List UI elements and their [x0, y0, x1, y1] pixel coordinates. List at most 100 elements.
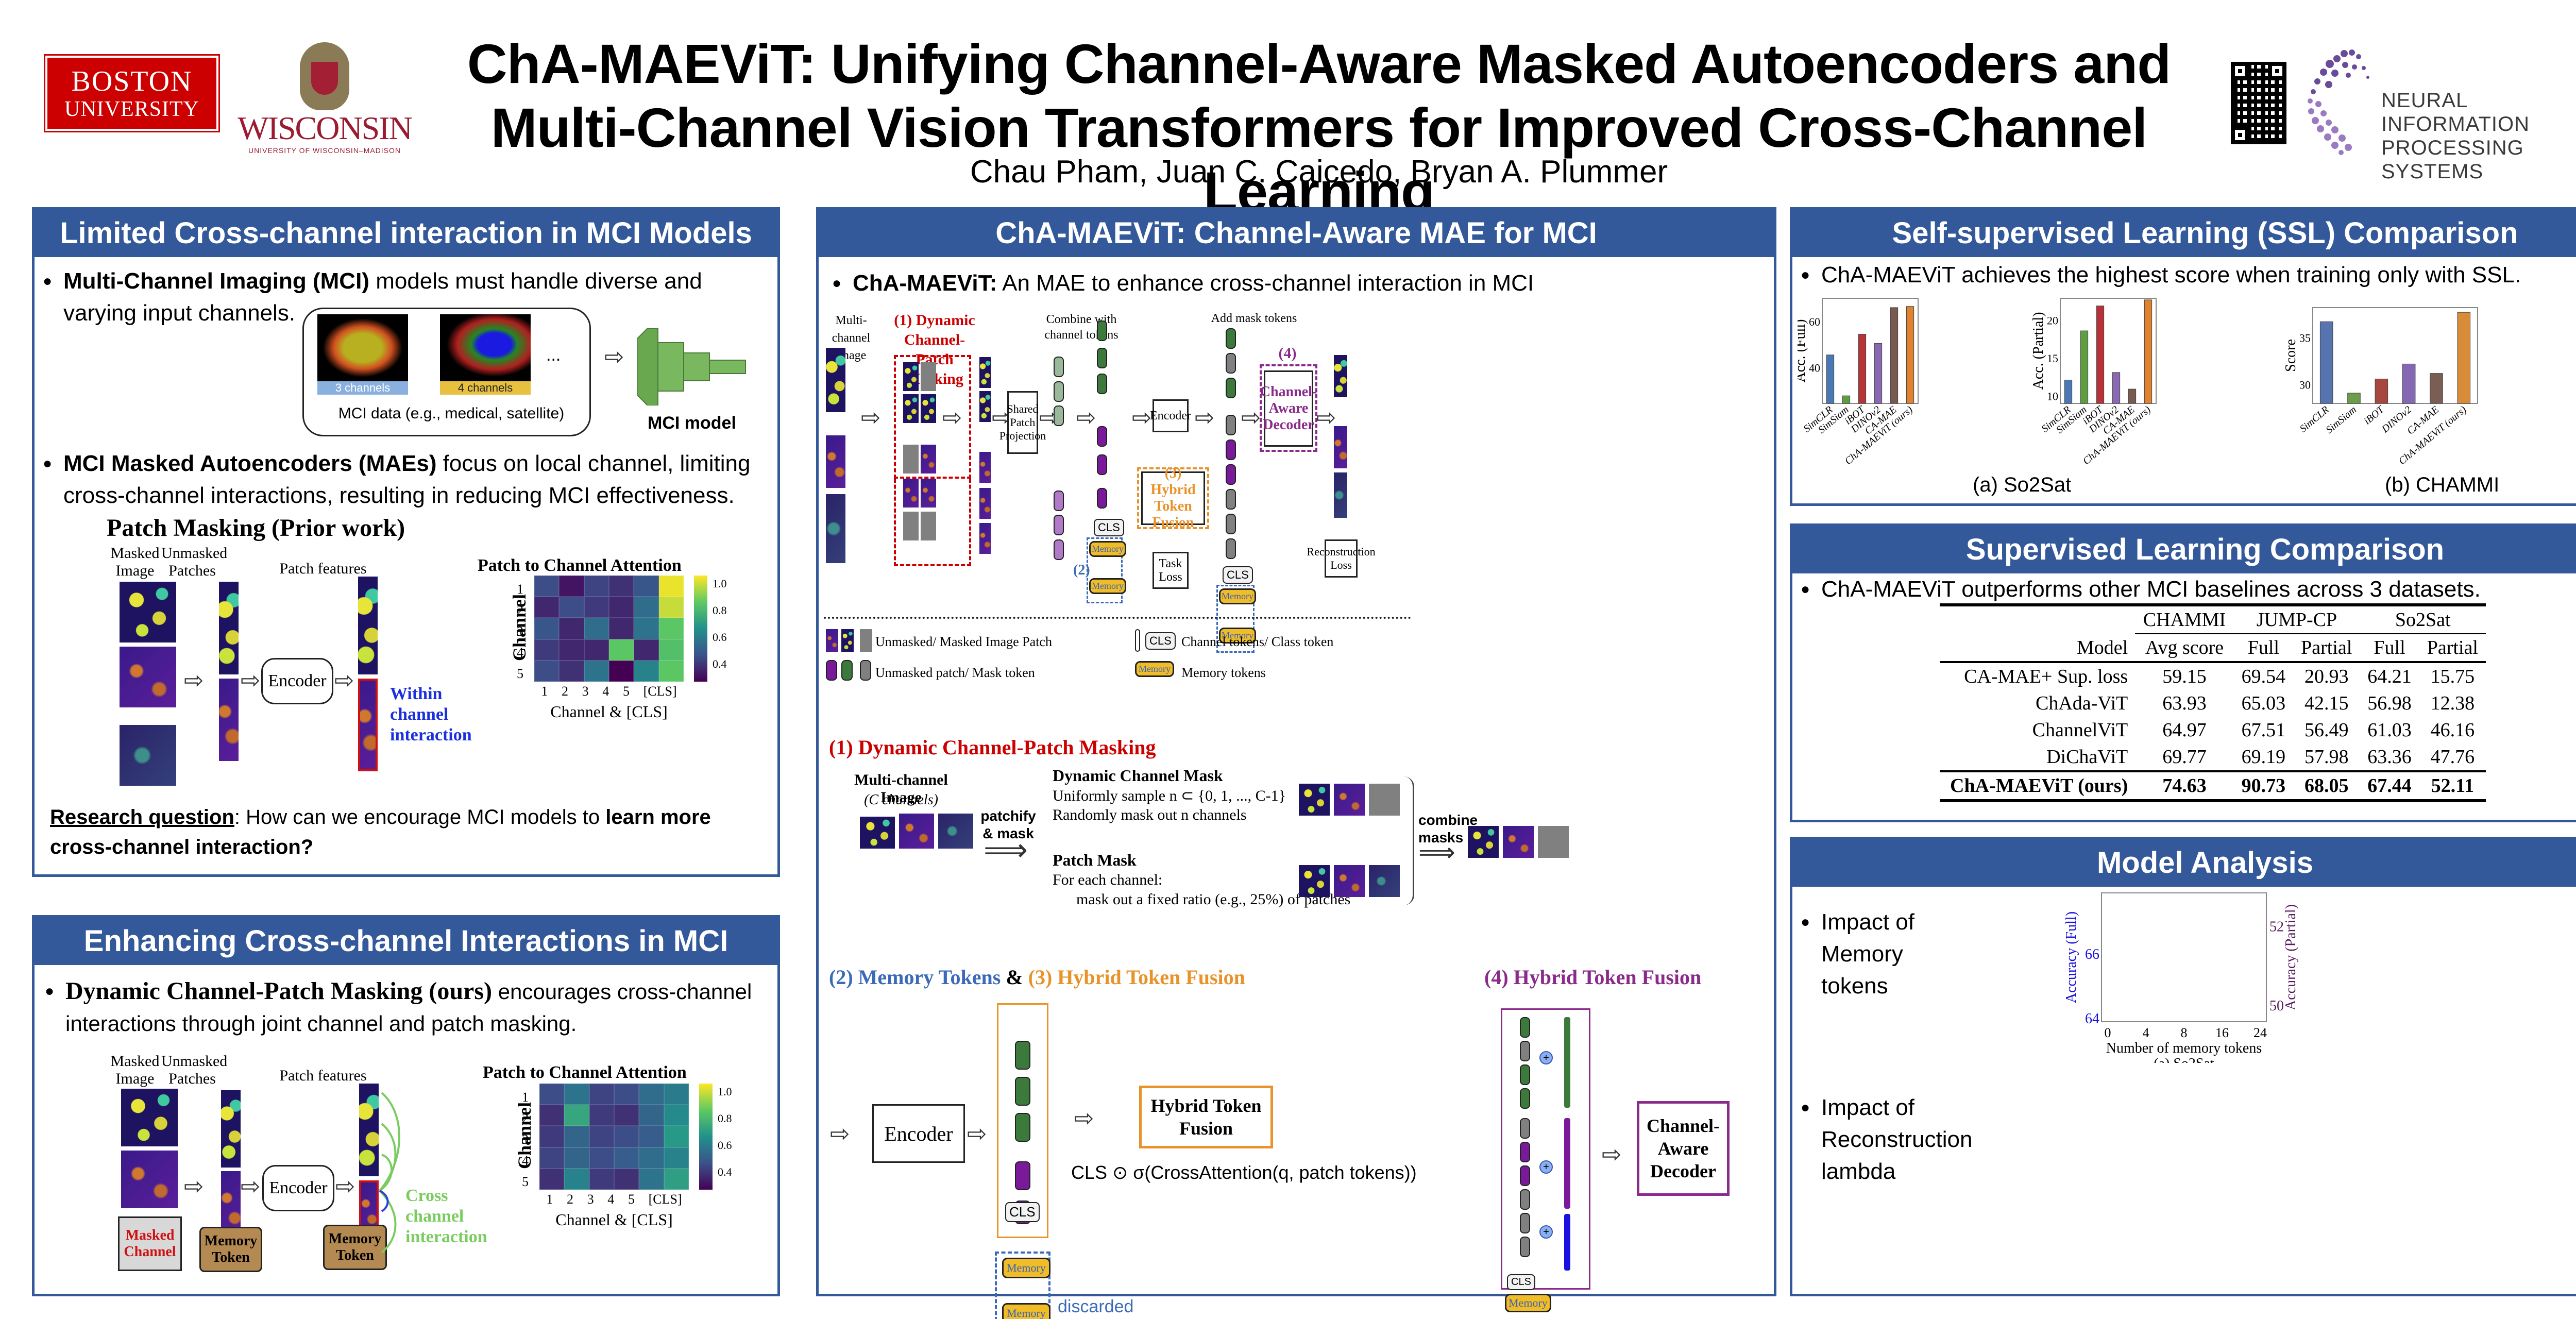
legend-memory-label: Memory tokens [1181, 665, 1266, 680]
chart-caption: (a) So2Sat [2154, 1056, 2214, 1063]
masked-patch [1538, 826, 1569, 858]
htf-box: (3) Hybrid Token Fusion [1141, 465, 1205, 531]
discarded-label: discarded [1058, 1297, 1134, 1316]
col-jump-full: Full [2233, 633, 2294, 663]
xtick: 2 [566, 1192, 573, 1207]
wisconsin-logo: WISCONSIN UNIVERSITY OF WISCONSIN–MADISO… [237, 42, 413, 156]
uw-crest-icon [300, 42, 349, 110]
chart-lambda-chammi [2328, 1081, 2576, 1293]
arrow-right-icon: ⇨ [1076, 403, 1096, 431]
arrow-right-icon: ⟹ [1418, 837, 1455, 867]
arrow-right-icon: ⇨ [1241, 403, 1261, 431]
cls-token: CLS [1005, 1202, 1040, 1222]
bu-logo-line1: BOSTON [71, 65, 193, 97]
panel-title: Self-supervised Learning (SSL) Compariso… [1792, 210, 2576, 257]
unmasked-patch-strip [221, 1090, 241, 1168]
heatmap-cell [608, 618, 634, 639]
token [1015, 1077, 1030, 1106]
arrow-right-icon: ⇨ [1132, 403, 1152, 431]
cbar-tick: 0.6 [713, 631, 727, 644]
bullet-mci: Multi-Channel Imaging (MCI) models must … [40, 265, 771, 329]
qr-code-icon[interactable] [2231, 62, 2286, 144]
masked-image-tile [120, 582, 176, 642]
heatmap-xlabel: Channel & [CLS] [555, 1210, 673, 1229]
mask-token [1520, 1213, 1530, 1233]
xtick: 1 [546, 1192, 553, 1207]
sec4-title: (4) Hybrid Token Fusion [1484, 966, 1702, 989]
poster-header: BOSTON UNIVERSITY WISCONSIN UNIVERSITY O… [0, 0, 2576, 223]
heatmap-cell [634, 639, 659, 661]
col-unmasked: Unmasked Patches [161, 1053, 228, 1087]
panel-limited-cross-channel: Limited Cross-channel interaction in MCI… [32, 207, 780, 877]
sec1-title: (1) Dynamic Channel-Patch Masking [829, 736, 1156, 759]
heatmap-cell [564, 1126, 589, 1147]
reconstructed-image [1334, 426, 1347, 468]
legend-token-icon [826, 660, 837, 681]
heatmap-cell [664, 1168, 689, 1190]
encoder-box: Encoder [261, 658, 333, 704]
legend-patch-icon [826, 629, 838, 652]
legend-channel-token-icon [1135, 629, 1140, 652]
legend-patch-label: Unmasked/ Masked Image Patch [875, 634, 1052, 649]
heatmap-ylabel: Channel [514, 1102, 535, 1170]
bullet-bold: Multi-Channel Imaging [63, 268, 307, 294]
col-so2sat-partial: Partial [2419, 633, 2486, 663]
rq-text: : How can we encourage MCI models to [234, 806, 606, 828]
x-axis-label: Number of memory tokens [2106, 1040, 2262, 1056]
heatmap-cell [589, 1105, 614, 1126]
memory-token-box: Memory Token [199, 1227, 262, 1272]
channel-token-bar [1564, 1017, 1570, 1108]
bar [2128, 388, 2137, 404]
cbar-tick: 0.8 [713, 604, 727, 617]
uw-subtitle: UNIVERSITY OF WISCONSIN–MADISON [248, 146, 401, 155]
bar [2457, 312, 2471, 404]
xtick: 3 [587, 1192, 594, 1207]
col-model: Model [1940, 634, 2136, 663]
bullet-dcpm: Dynamic Channel-Patch Masking (ours) enc… [42, 975, 773, 1040]
bullet-lambda: Impact of Reconstruction lambda [1798, 1092, 2014, 1188]
research-question: Research question: How can we encourage … [50, 802, 771, 862]
patch-feature-strip [359, 1084, 379, 1176]
panel-title: Limited Cross-channel interaction in MCI… [35, 210, 777, 257]
y-axis-label: Accuracy (Partial) [2283, 904, 2299, 1010]
heatmap-cell [559, 639, 584, 661]
arrow-right-icon: ⇨ [830, 1120, 850, 1147]
arrow-right-icon: ⇨ [1195, 403, 1215, 431]
cbar-tick: 0.6 [718, 1139, 732, 1152]
sec1-input-sub: (C channels) [864, 792, 938, 808]
bar [2375, 379, 2388, 404]
cbar-tick: 1.0 [713, 577, 727, 590]
cell: 63.36 [2367, 746, 2412, 768]
colorbar-ticks: 1.0 0.8 0.6 0.4 [718, 1078, 732, 1186]
cell: 64.97 [2162, 719, 2207, 741]
heatmap-cell [664, 1147, 689, 1169]
heatmap-cell [658, 576, 684, 597]
xtick: [CLS] [648, 1192, 682, 1207]
xtick: 4 [607, 1192, 615, 1207]
cell: 56.98 [2367, 692, 2412, 714]
cell: 63.93 [2162, 692, 2207, 714]
panel-title: ChA-MAEViT: Channel-Aware MAE for MCI [819, 210, 1774, 257]
memory-token: Memory [1219, 588, 1256, 604]
bar [2402, 363, 2416, 404]
neurips-line1: NEURAL INFORMATION [2381, 89, 2530, 136]
ytick: 2 [522, 1111, 529, 1126]
bar [2080, 330, 2089, 404]
heatmap-cell [584, 597, 609, 618]
combine-masks-label: combine masks [1418, 812, 1478, 845]
channel-image [938, 814, 973, 849]
patch [903, 394, 919, 423]
plus-icon: + [1539, 1051, 1553, 1064]
xtick: 3 [582, 684, 589, 699]
col-so2sat-full: Full [2360, 633, 2419, 663]
cls-token: CLS [1507, 1274, 1535, 1290]
bar [2144, 299, 2153, 404]
ytick: 4 [517, 645, 523, 660]
heatmap-cell [639, 1084, 664, 1105]
arrow-right-icon: ⇨ [184, 666, 204, 694]
legend-masked-icon [860, 629, 872, 652]
ytick: 3 [522, 1132, 529, 1147]
bar [2430, 373, 2443, 404]
title-line-2: Multi-Channel Vision Transformers for Im… [490, 96, 2148, 223]
